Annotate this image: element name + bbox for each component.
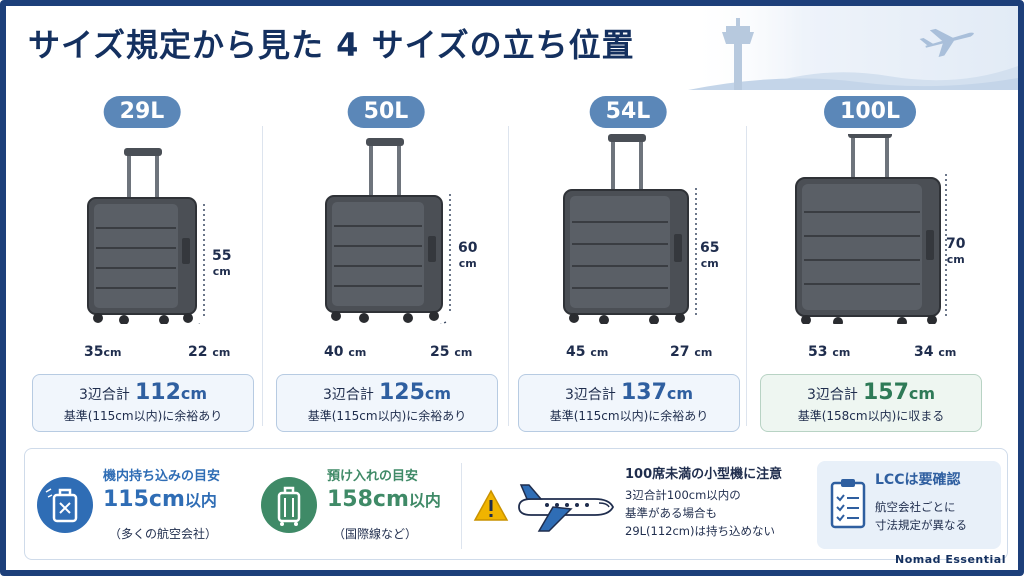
width-dimension: 35cm bbox=[84, 344, 122, 360]
airport-illustration bbox=[688, 6, 1018, 90]
total-dimension-box: 3辺合計 157cm 基準(158cm以内)に収まる bbox=[760, 374, 982, 432]
lcc-line: 寸法規定が異なる bbox=[875, 518, 967, 532]
carry-on-value: 115cm以内 bbox=[103, 487, 217, 512]
size-label-pill: 54L bbox=[589, 96, 667, 128]
total-dimension-box: 3辺合計 125cm 基準(115cm以内)に余裕あり bbox=[276, 374, 498, 432]
small-airplane-icon bbox=[518, 484, 615, 532]
width-dimension: 40 cm bbox=[324, 344, 367, 360]
warning-title: 100席未満の小型機に注意 bbox=[625, 467, 783, 482]
width-dimension: 53 cm bbox=[808, 344, 851, 360]
airplane-icon bbox=[919, 28, 974, 57]
column-divider bbox=[262, 126, 263, 426]
suitcase-column-29l: 29L 55 cm 35cm 22 cm bbox=[24, 90, 260, 440]
suitcase-100l-illustration bbox=[795, 134, 947, 324]
checked-suitcase-icon bbox=[261, 477, 317, 533]
checked-value: 158cm以内 bbox=[327, 487, 441, 512]
checked-title: 預け入れの目安 bbox=[327, 469, 419, 484]
lcc-title: LCCは要確認 bbox=[875, 472, 961, 488]
height-dimension: 60 cm bbox=[458, 240, 478, 270]
clipboard-checklist-icon bbox=[830, 479, 866, 529]
suitcase-54l-illustration bbox=[563, 134, 697, 324]
depth-dimension: 25 cm bbox=[430, 344, 473, 360]
suitcase-50l-illustration bbox=[325, 138, 451, 324]
height-dimension: 70 cm bbox=[946, 236, 966, 266]
guideline-panel: 機内持ち込みの目安 115cm以内 （多くの航空会社） 預け入れの目安 158c… bbox=[24, 448, 1008, 560]
brand-name: Nomad Essential bbox=[895, 553, 1006, 566]
lcc-line: 航空会社ごとに bbox=[875, 500, 956, 514]
size-label-pill: 100L bbox=[824, 96, 916, 128]
depth-dimension: 22 cm bbox=[188, 344, 231, 360]
size-label-pill: 29L bbox=[103, 96, 181, 128]
warning-line: 29L(112cm)は持ち込めない bbox=[625, 524, 775, 538]
carry-on-title: 機内持ち込みの目安 bbox=[103, 469, 221, 484]
checked-note: （国際線など） bbox=[333, 527, 418, 541]
suitcase-29l-illustration bbox=[87, 148, 205, 324]
column-divider bbox=[508, 126, 509, 426]
column-divider bbox=[746, 126, 747, 426]
width-dimension: 45 cm bbox=[566, 344, 609, 360]
panel-divider bbox=[461, 463, 462, 549]
carry-on-suitcase-icon bbox=[37, 477, 93, 533]
warning-line: 3辺合計100cm以内の bbox=[625, 488, 741, 502]
control-tower-icon bbox=[722, 18, 754, 90]
warning-line: 基準がある場合も bbox=[625, 506, 717, 520]
depth-dimension: 27 cm bbox=[670, 344, 713, 360]
size-label-pill: 50L bbox=[347, 96, 425, 128]
header: サイズ規定から見た 4 サイズの立ち位置 bbox=[6, 6, 1018, 90]
depth-dimension: 34 cm bbox=[914, 344, 957, 360]
suitcase-column-100l: 100L 70 cm 53 cm 34 cm bbox=[752, 90, 988, 440]
suitcase-column-50l: 50L 60 cm 40 cm 25 cm bbox=[268, 90, 504, 440]
total-dimension-box: 3辺合計 112cm 基準(115cm以内)に余裕あり bbox=[32, 374, 254, 432]
carry-on-note: （多くの航空会社） bbox=[109, 527, 218, 541]
height-dimension: 55 cm bbox=[212, 248, 232, 278]
lcc-notice: LCCは要確認 航空会社ごとに 寸法規定が異なる bbox=[817, 461, 1001, 549]
total-dimension-box: 3辺合計 137cm 基準(115cm以内)に余裕あり bbox=[518, 374, 740, 432]
height-dimension: 65 cm bbox=[700, 240, 720, 270]
page-title: サイズ規定から見た 4 サイズの立ち位置 bbox=[28, 26, 635, 64]
warning-icon bbox=[473, 489, 509, 521]
suitcase-column-54l: 54L 65 cm 45 cm 27 cm bbox=[510, 90, 746, 440]
